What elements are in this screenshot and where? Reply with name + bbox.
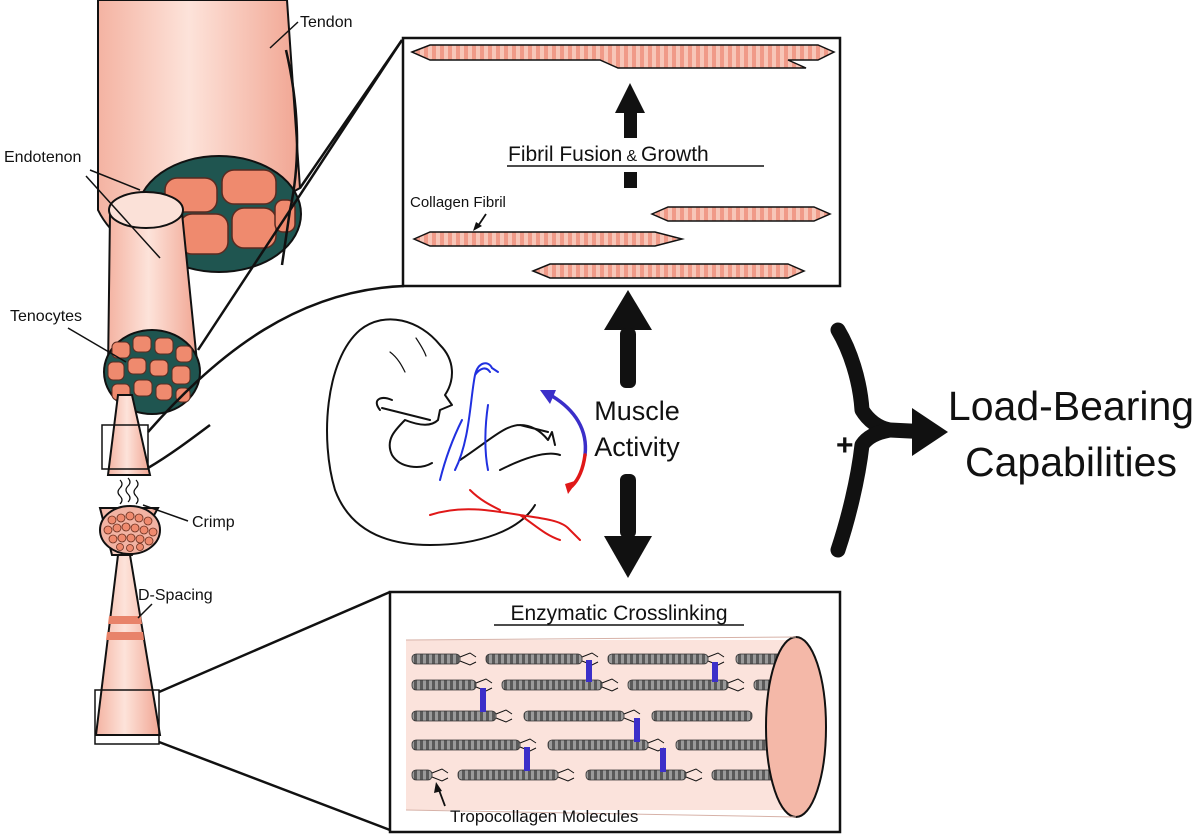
- tropocollagen-label: Tropocollagen Molecules: [450, 807, 638, 826]
- arrow-up-icon: [615, 83, 645, 188]
- fibril-dots: [103, 511, 158, 552]
- endotenon-label: Endotenon: [4, 149, 81, 166]
- arrow-down-to-crosslink-icon: [604, 474, 652, 578]
- fibril-fusion-title: Fibril Fusion&Growth: [508, 143, 709, 166]
- muscle-activity-line2: Activity: [594, 432, 680, 462]
- embryo-icon: [326, 318, 588, 546]
- tenocytes-label: Tenocytes: [10, 308, 82, 325]
- tendon-label: Tendon: [300, 14, 353, 31]
- pointer-arrow-icon: [434, 782, 446, 807]
- crosslinking-title: Enzymatic Crosslinking: [510, 602, 727, 625]
- load-bearing-line1: Load-Bearing: [948, 383, 1194, 429]
- zoom-box-fibril: [101, 424, 149, 470]
- tenocyte-cells: [107, 335, 193, 403]
- molecule-tails: [431, 652, 745, 782]
- fibril-bottom: [531, 263, 806, 279]
- zoom-lines: [147, 39, 405, 832]
- fibril-left: [412, 231, 685, 247]
- muscle-activity-line1: Muscle: [594, 396, 680, 426]
- d-spacing-label: D-Spacing: [138, 587, 213, 604]
- tendon-hierarchy: [94, 0, 302, 745]
- fibril-fusion-panel: Fibril Fusion&Growth Collagen Fibril: [401, 36, 842, 288]
- arrow-up-to-fusion-icon: [604, 290, 652, 388]
- crosslinking-panel: Enzymatic Crosslinking Tropocollagen Mol…: [388, 590, 842, 834]
- hierarchy-labels: Tendon Endotenon Tenocytes Crimp D-Spaci…: [4, 14, 353, 619]
- pointer-arrow-icon: [473, 213, 487, 231]
- limb-red: [429, 489, 581, 541]
- tropocollagen-molecules: [411, 653, 795, 781]
- convergence-arrow-icon: [830, 322, 938, 558]
- zoom-box-molecule: [94, 689, 160, 745]
- collagen-fibril-label: Collagen Fibril: [410, 194, 506, 211]
- arrow-right-icon: [912, 408, 948, 456]
- crimp-waves: [117, 477, 139, 505]
- fibril-end-cap: [765, 636, 827, 818]
- fibril-cone: [94, 554, 162, 736]
- crimp-label: Crimp: [192, 514, 235, 531]
- fibril-short: [650, 206, 832, 222]
- limb-blue: [439, 362, 499, 481]
- load-bearing-line2: Capabilities: [965, 439, 1177, 485]
- plus-sign: +: [836, 429, 854, 462]
- fused-fibril: [410, 44, 836, 69]
